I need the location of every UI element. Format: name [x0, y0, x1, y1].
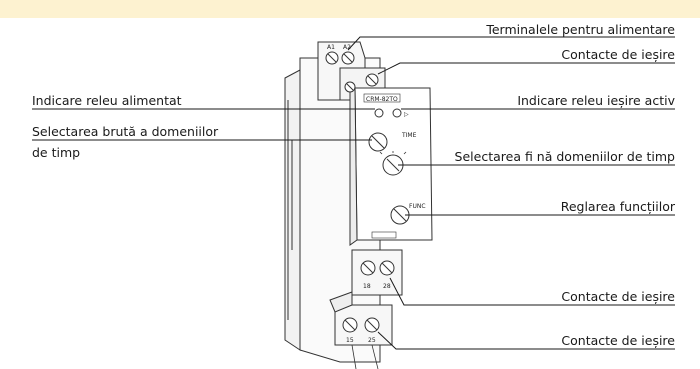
label-contacte-iesire-2: Contacte de ieșire — [561, 289, 675, 304]
label-selectarea-bruta: Selectarea brută a domeniilor — [32, 124, 219, 139]
label-contacte-iesire-3: Contacte de ieșire — [561, 333, 675, 348]
label-terminale-alimentare: Terminalele pentru alimentare — [486, 22, 675, 37]
time-label: TIME — [401, 132, 417, 139]
led-output-icon — [392, 108, 402, 118]
led-power-icon — [374, 108, 384, 118]
fine-time-dial-icon — [382, 154, 404, 176]
terminal-a2-label: A2 — [343, 44, 351, 51]
terminal-28-label: 28 — [383, 283, 391, 290]
coarse-time-dial-icon — [368, 132, 388, 152]
label-selectarea-bruta-cont: de timp — [32, 145, 81, 160]
label-indicare-releu-iesire: Indicare releu ieșire activ — [517, 93, 675, 108]
terminal-25-label: 25 — [368, 337, 376, 344]
label-reglarea-functiilor: Reglarea funcțiilor — [560, 199, 675, 214]
terminal-a1-label: A1 — [327, 44, 335, 51]
func-label: FUNC — [409, 203, 426, 210]
label-selectarea-fina: Selectarea fi nă domeniilor de timp — [454, 149, 675, 164]
model-label: CRM-82TO — [366, 96, 398, 103]
svg-text:▷: ▷ — [404, 111, 409, 118]
label-contacte-iesire-1: Contacte de ieșire — [561, 47, 675, 62]
label-indicare-releu-alimentat: Indicare releu alimentat — [32, 93, 182, 108]
terminal-15-label: 15 — [346, 337, 354, 344]
terminal-18-label: 18 — [363, 283, 371, 290]
top-banner — [0, 0, 700, 18]
mid-terminal-block — [351, 249, 403, 296]
